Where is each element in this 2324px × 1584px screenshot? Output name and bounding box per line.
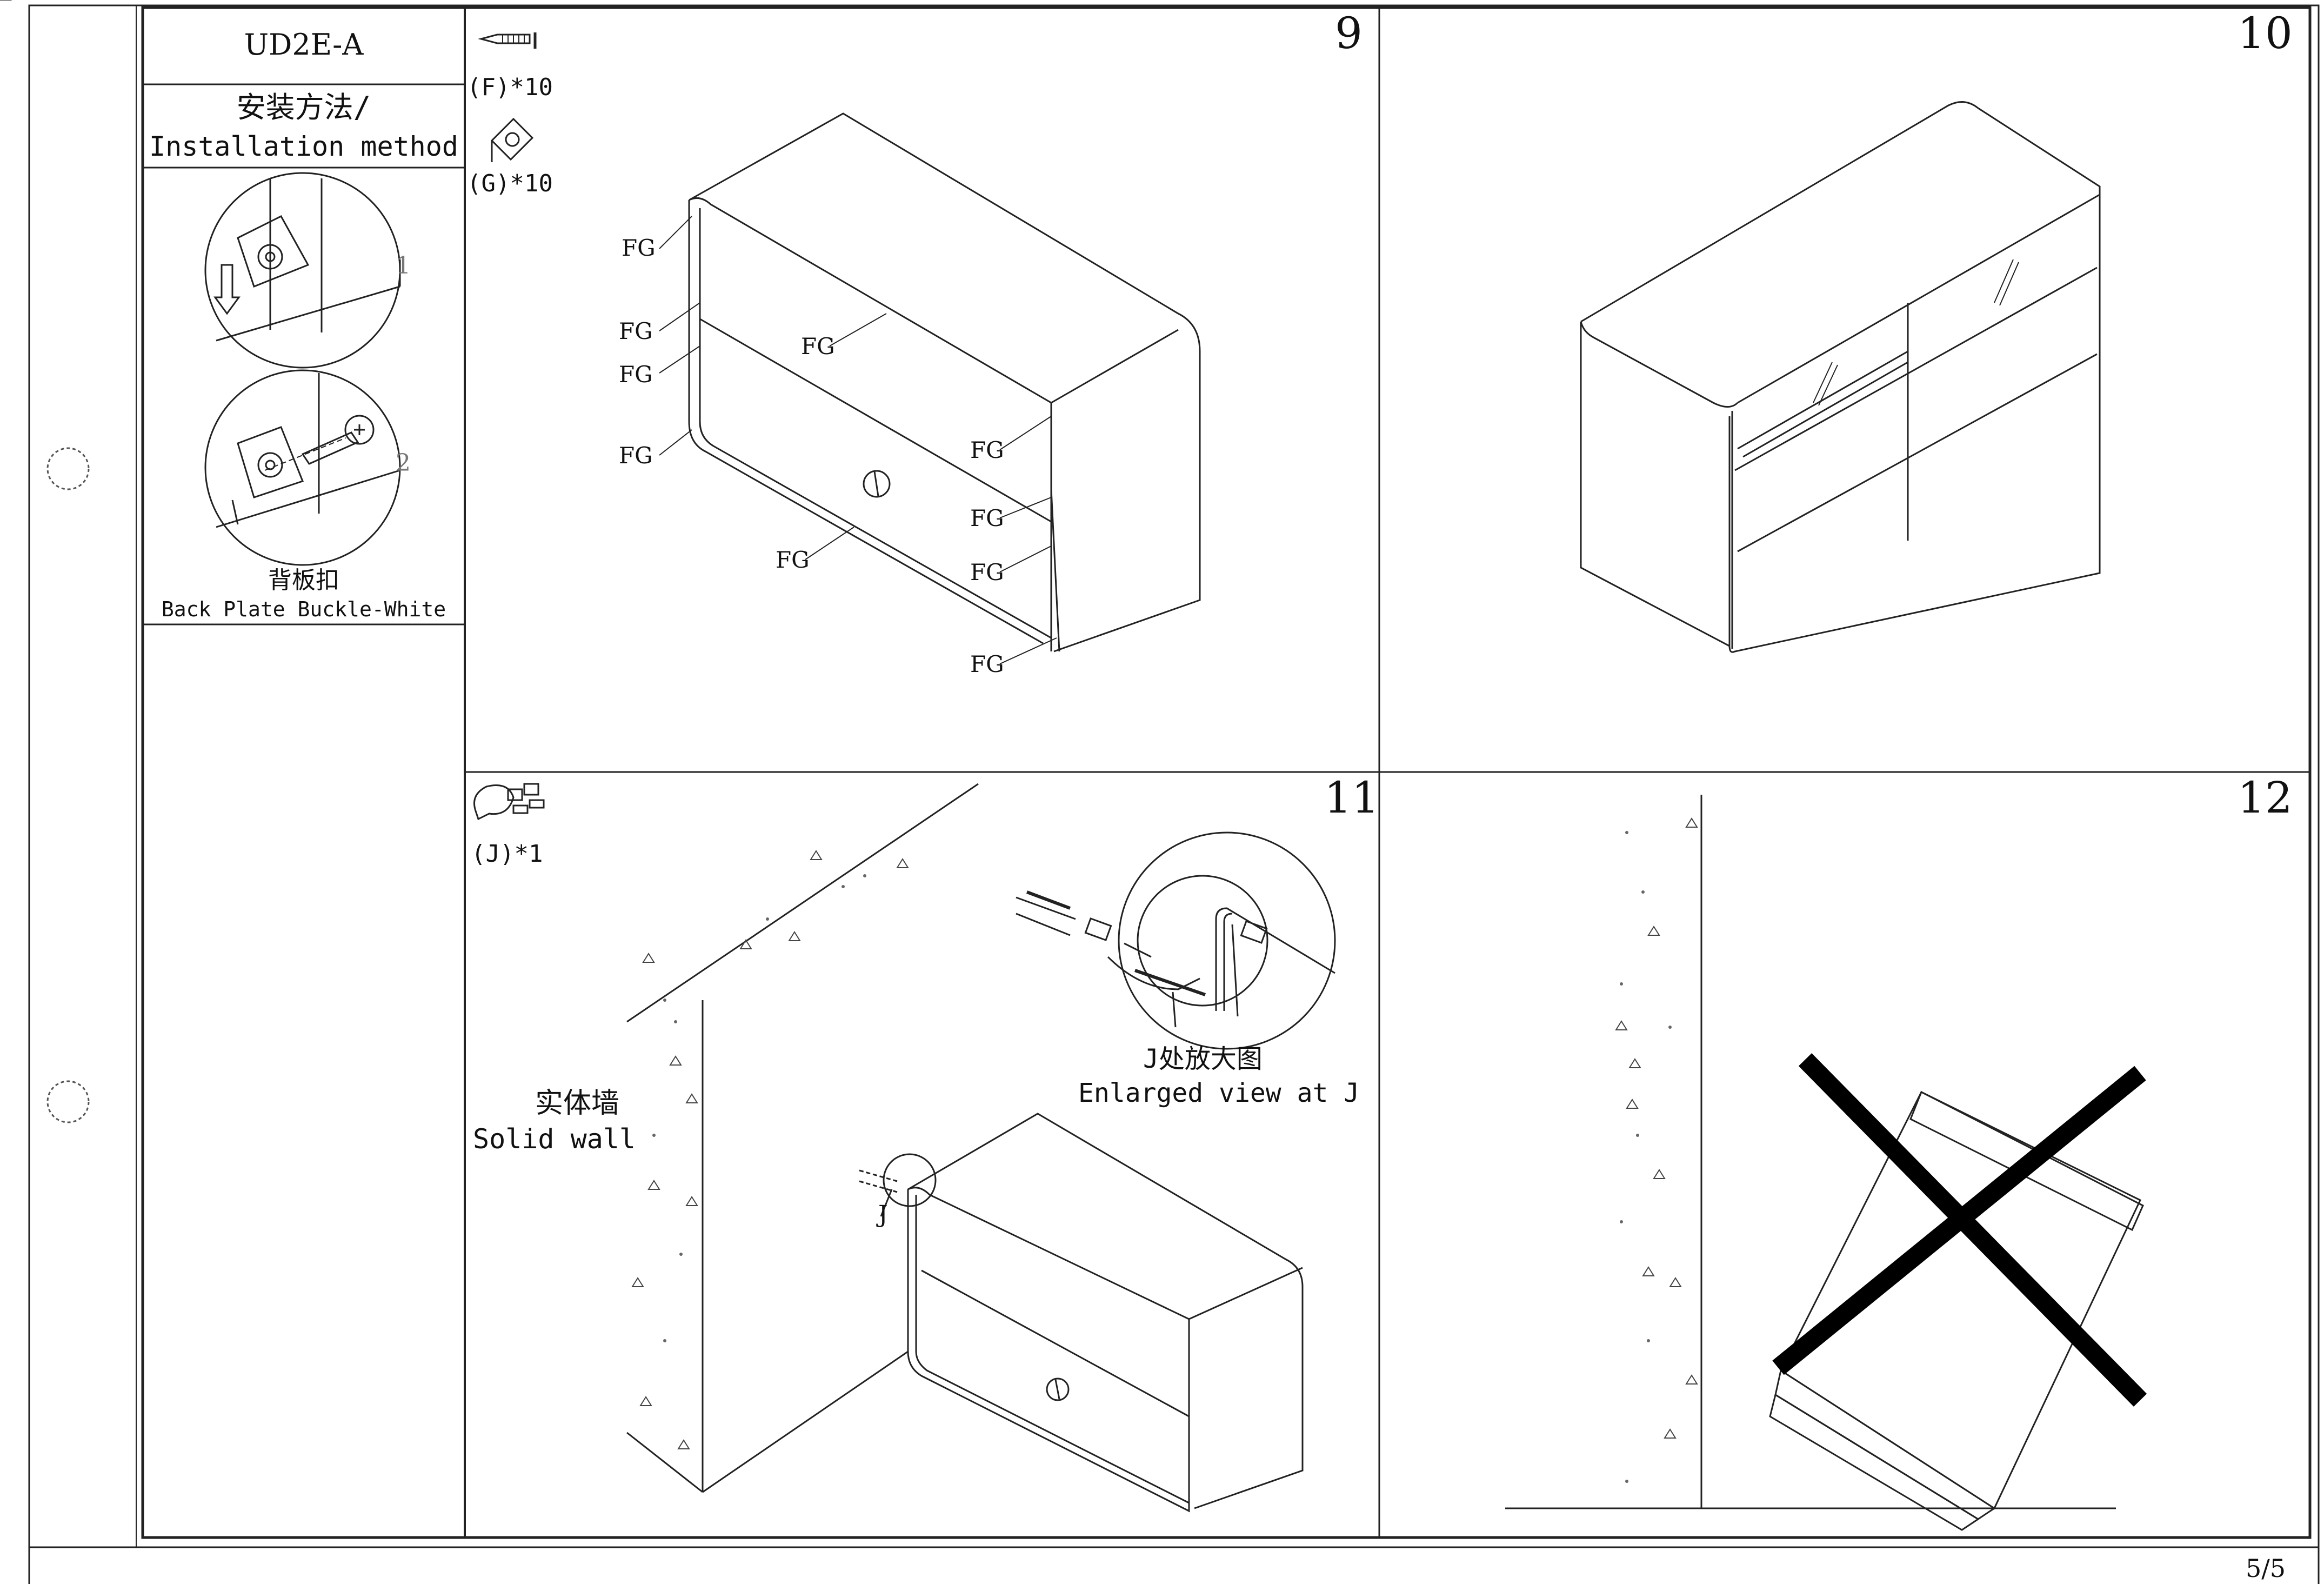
page-number: 5/5 <box>2246 1554 2286 1583</box>
installation-title-en: Installation method <box>149 131 458 162</box>
part-name-cn: 背板扣 <box>268 567 339 594</box>
wall-texture <box>0 0 1698 1449</box>
j-enlarged-view <box>1016 831 1336 1050</box>
part-g-count: (G)*10 <box>467 170 553 197</box>
step-number-9: 9 <box>1335 8 1363 58</box>
solid-wall-label-en: Solid wall <box>473 1123 636 1155</box>
j-marker-label: J <box>878 1201 888 1228</box>
dresser-step9-drawing <box>688 112 1201 653</box>
wall-tip-drawing <box>1505 795 2144 1531</box>
fg-callout: FG <box>619 442 653 469</box>
part-j-count: (J)*1 <box>471 840 543 868</box>
enlarged-view-label-cn: J处放大图 <box>1143 1044 1263 1074</box>
dresser-step11-drawing <box>907 1113 1304 1513</box>
punch-hole-bottom <box>46 1080 90 1123</box>
step-number-12: 12 <box>2238 773 2293 823</box>
part-f-count: (F)*10 <box>467 74 553 101</box>
bracket-icon <box>490 117 534 162</box>
step-number-10: 10 <box>2238 8 2293 58</box>
detail-step2-number: 2 <box>396 449 411 477</box>
page-outer-frame <box>28 4 2320 1584</box>
fg-callout: FG <box>970 559 1004 585</box>
do-not-cross-mark <box>1772 1053 2147 1407</box>
anti-tip-kit-icon <box>473 783 545 821</box>
solid-wall-label-cn: 实体墙 <box>535 1087 620 1120</box>
fg-callout: FG <box>619 318 653 344</box>
fg-callout: FG <box>970 651 1004 677</box>
fg-callout: FG <box>619 361 653 388</box>
fg-callout: FG <box>970 437 1004 463</box>
fg-callout: FG <box>622 235 656 261</box>
wall-drawing <box>626 783 979 1493</box>
enlarged-view-label-en: Enlarged view at J <box>1078 1078 1360 1108</box>
step9-leader-lines <box>659 216 1057 664</box>
part-name-en: Back Plate Buckle-White <box>161 597 446 621</box>
fg-callout: FG <box>801 333 835 360</box>
model-code: UD2E-A <box>244 28 364 62</box>
detail-circle-step1 <box>204 172 401 369</box>
step-number-11: 11 <box>1324 773 1379 823</box>
dresser-step10-drawing <box>1580 101 2101 653</box>
wall-dots <box>652 831 1672 1483</box>
detail-circle-step2 <box>204 369 401 566</box>
screw-icon <box>478 32 537 49</box>
detail-step1-number: 1 <box>396 252 411 279</box>
j-detail-small <box>859 1153 937 1217</box>
punch-hole-top <box>46 447 90 490</box>
fg-callout: FG <box>970 505 1004 531</box>
installation-title-cn: 安装方法/ <box>236 90 371 124</box>
fg-callout: FG <box>776 547 810 573</box>
